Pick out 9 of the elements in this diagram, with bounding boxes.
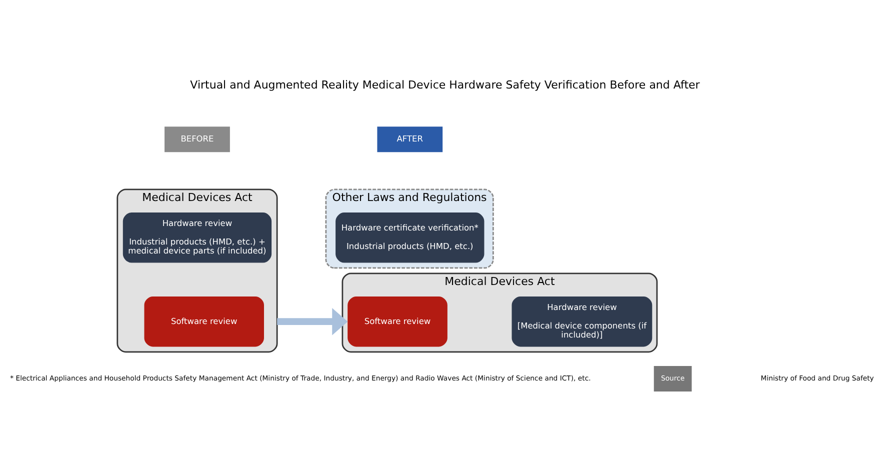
node-box: AFTER (376, 126, 442, 152)
node-box: Hardware review [Medical device components (if included)] (511, 296, 652, 347)
arrow (276, 308, 348, 336)
diagram-title: Virtual and Augmented Reality Medical Device Hardware Safety Verification Before and After (190, 78, 700, 92)
node-box: Hardware certificate verification* Industrial products (HMD, etc.) (335, 212, 484, 263)
node-box: BEFORE (164, 126, 230, 152)
node-box: Hardware review Industrial products (HMD, etc.) + medical device parts (if included) (122, 212, 272, 263)
node-box: Software review (144, 296, 264, 347)
node-box: Software review (347, 296, 447, 347)
